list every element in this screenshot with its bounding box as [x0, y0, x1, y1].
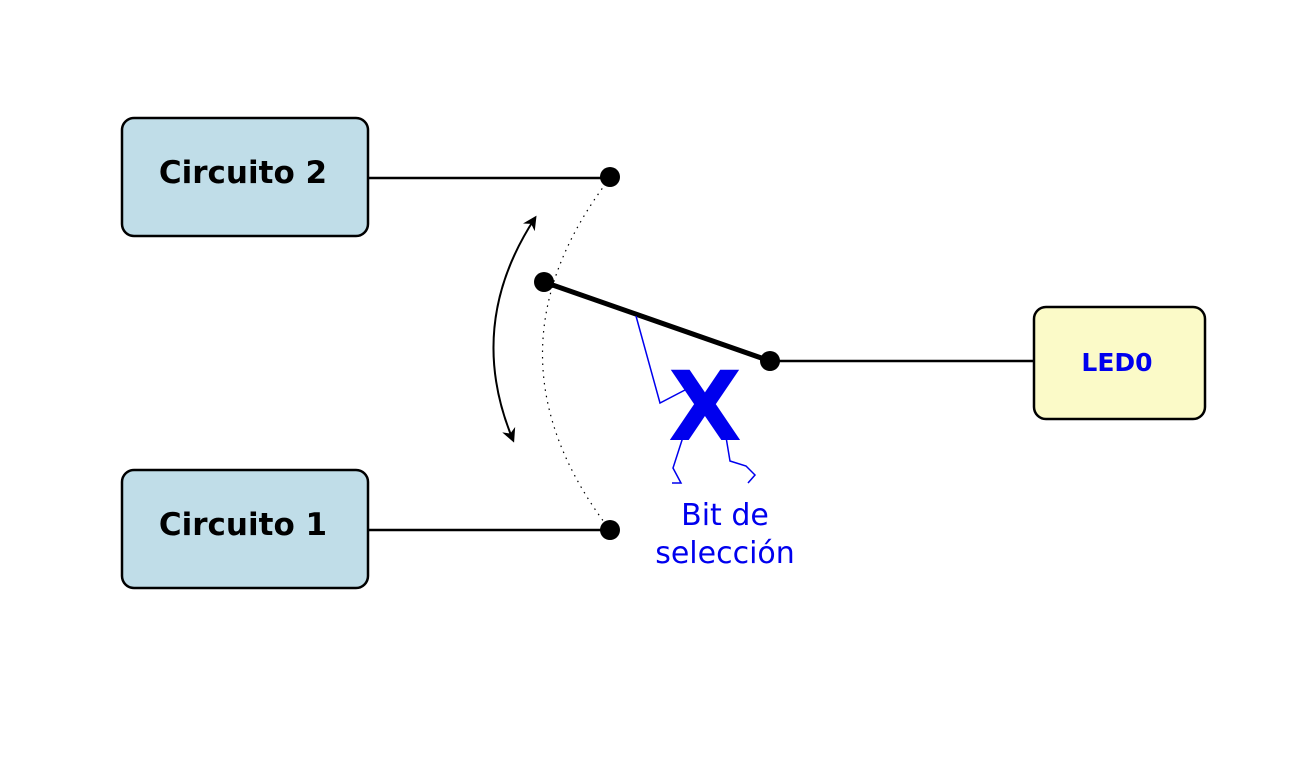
selector-arm [635, 315, 686, 405]
selector-figure: X [635, 315, 757, 484]
circuit-1-block: Circuito 1 [120, 468, 370, 590]
circuit-2-block: Circuito 2 [120, 116, 370, 238]
switch-travel-arc [542, 177, 611, 531]
terminal-circuit-2 [600, 167, 620, 187]
switch-common-terminal [760, 351, 780, 371]
switch-pivot-tip [534, 272, 554, 292]
selector-left-leg [672, 436, 684, 484]
selector-right-leg [725, 436, 757, 484]
selector-variable: X [668, 351, 742, 463]
led-label: LED0 [1081, 348, 1152, 377]
circuit-1-label: Circuito 1 [159, 507, 327, 543]
terminal-circuit-1 [600, 520, 620, 540]
switch-motion-arrow [492, 215, 537, 443]
circuit-2-label: Circuito 2 [159, 155, 327, 191]
selector-label-line-1: Bit de [681, 498, 769, 533]
led-box [1032, 305, 1207, 421]
selector-label-line-2: selección [655, 536, 795, 571]
led-block: LED0 [1032, 305, 1207, 421]
switch-lever [543, 279, 771, 364]
